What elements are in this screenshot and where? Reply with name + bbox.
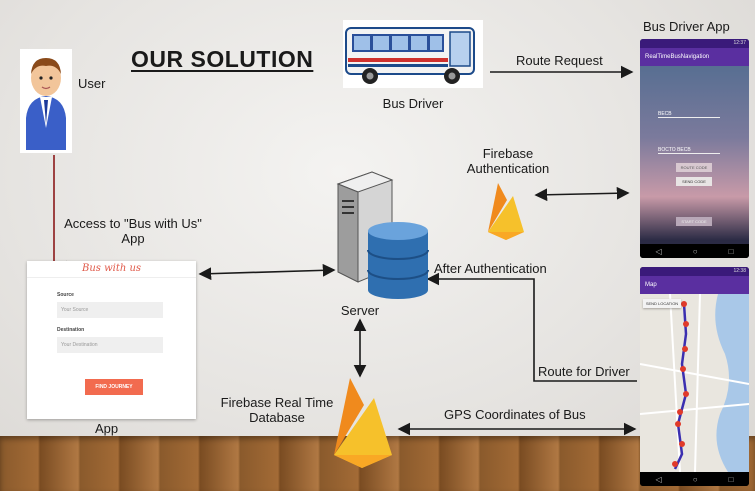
send-location-button[interactable]: SEND LOCATION: [643, 299, 681, 308]
database-icon: [367, 222, 429, 299]
bus-with-us-app: Bus with us Source Your Source Destinati…: [27, 261, 196, 419]
route-request-label: Route Request: [516, 53, 603, 68]
recents-icon[interactable]: □: [728, 246, 734, 256]
map-view[interactable]: [640, 294, 749, 472]
start-code-button[interactable]: START CODE: [676, 217, 712, 226]
after-auth-label: After Authentication: [434, 261, 547, 276]
firebase-db-label: Firebase Real Time Database: [220, 395, 334, 425]
bus-driver-label: Bus Driver: [382, 96, 444, 111]
app-brand: Bus with us: [82, 263, 142, 274]
map-header: Map: [640, 276, 749, 294]
home-icon[interactable]: ○: [692, 246, 698, 256]
edge-route-for-driver: [426, 272, 637, 382]
map-nav-bar: ◁ ○ □: [640, 472, 749, 486]
nav-bar: ◁ ○ □: [640, 244, 749, 258]
map-recents-icon[interactable]: □: [728, 474, 734, 484]
slide-title: OUR SOLUTION: [131, 46, 314, 72]
driver-field-1[interactable]: BECB: [658, 111, 720, 118]
destination-input[interactable]: Your Destination: [57, 337, 163, 353]
bus-driver-app-label: Bus Driver App: [643, 19, 730, 34]
gps-coords-label: GPS Coordinates of Bus: [444, 407, 586, 422]
server-label: Server: [340, 303, 380, 318]
edge-app-server: [198, 263, 336, 281]
edge-user-to-app: [53, 155, 79, 274]
destination-label: Destination: [57, 327, 85, 333]
app-header: RealTimeBusNavigation: [640, 48, 749, 66]
app-label: App: [95, 421, 119, 436]
route-for-driver-label: Route for Driver: [538, 364, 630, 379]
user-avatar-icon: [20, 49, 72, 153]
back-icon[interactable]: ◁: [655, 246, 662, 256]
access-app-label: Access to "Bus with Us" App: [64, 216, 202, 246]
driver-app-phone: 12:37 RealTimeBusNavigation BECB BOCTO B…: [640, 39, 749, 258]
map-graphics: [640, 294, 749, 472]
map-phone: 12:38 Map SEND LOCATION ◁ ○ □: [640, 267, 749, 486]
map-home-icon[interactable]: ○: [692, 474, 698, 484]
map-status-bar: 12:38: [640, 267, 749, 276]
bus-icon: [343, 20, 483, 88]
send-code-button[interactable]: SEND CODE: [676, 177, 712, 186]
map-back-icon[interactable]: ◁: [655, 474, 662, 484]
route-code-button[interactable]: ROUTE CODE: [676, 163, 712, 172]
edge-firebase-auth-driver: [534, 186, 630, 202]
source-label: Source: [57, 292, 74, 298]
source-input[interactable]: Your Source: [57, 302, 163, 318]
firebase-auth-label: Firebase Authentication: [466, 146, 550, 176]
find-journey-button[interactable]: FIND JOURNEY: [85, 379, 143, 395]
firebase-db-icon: [334, 378, 392, 468]
status-bar: 12:37: [640, 39, 749, 48]
driver-field-2[interactable]: BOCTO BECB: [658, 147, 720, 154]
firebase-icon: [488, 183, 524, 240]
user-label: User: [78, 76, 106, 91]
